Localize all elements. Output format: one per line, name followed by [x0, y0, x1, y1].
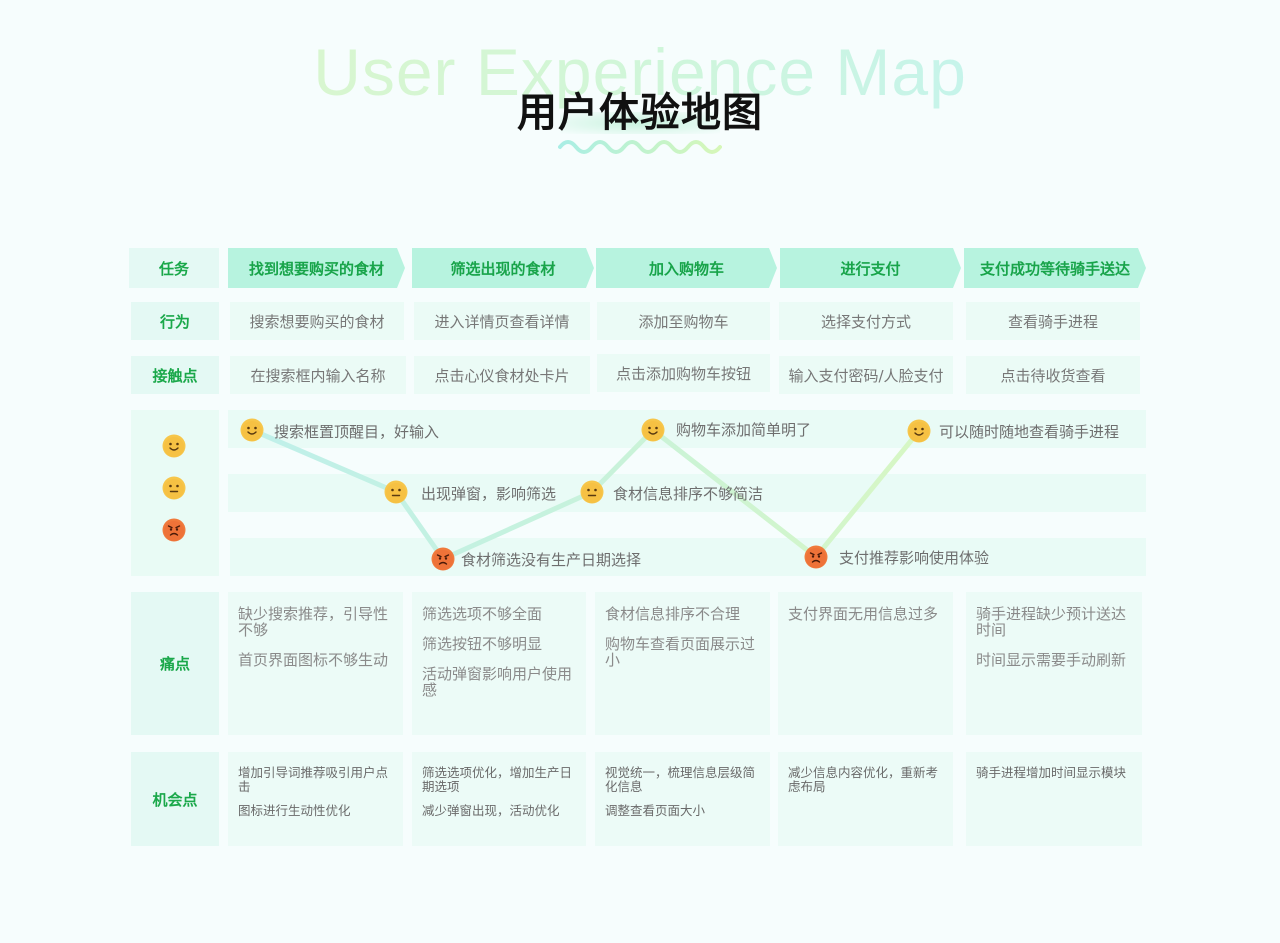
- opportunity-text: 骑手进程增加时间显示模块: [976, 765, 1127, 780]
- pain-point-cell-4: 支付界面无用信息过多: [778, 592, 953, 735]
- behavior-cell-4: 选择支付方式: [779, 302, 953, 340]
- task-step-4: 进行支付: [780, 248, 961, 288]
- page-title: 用户体验地图: [517, 90, 763, 136]
- emotion-point-label: 食材筛选没有生产日期选择: [461, 551, 642, 569]
- emotion-band-angry: [230, 538, 1146, 576]
- title-glow: [560, 112, 720, 134]
- neutral-face-icon: [384, 480, 408, 504]
- opportunity-cell-5: 骑手进程增加时间显示模块: [966, 752, 1142, 846]
- opportunity-cell-3: 视觉统一，梳理信息层级简化信息调整查看页面大小: [595, 752, 770, 846]
- task-step-3: 加入购物车: [596, 248, 777, 288]
- opportunity-cell-2: 筛选选项优化，增加生产日期选项减少弹窗出现，活动优化: [412, 752, 586, 846]
- pain-point-cell-3: 食材信息排序不合理购物车查看页面展示过小: [595, 592, 770, 735]
- opportunity-text: 视觉统一，梳理信息层级简化信息: [605, 765, 756, 794]
- pain-point-text: 时间显示需要手动刷新: [976, 651, 1127, 669]
- emotion-point-label: 搜索框置顶醒目，好输入: [274, 423, 440, 441]
- opportunity-text: 增加引导词推荐吸引用户点击: [238, 765, 389, 794]
- behavior-cell-5: 查看骑手进程: [966, 302, 1140, 340]
- pain-point-text: 支付界面无用信息过多: [788, 605, 939, 623]
- touchpoint-cell-4: 输入支付密码/人脸支付: [779, 356, 953, 394]
- emotion-band-happy: [228, 410, 1146, 448]
- pain-point-text: 食材信息排序不合理: [605, 605, 741, 623]
- emotion-point-label: 可以随时随地查看骑手进程: [939, 423, 1120, 441]
- behavior-cell-2: 进入详情页查看详情: [414, 302, 590, 340]
- pain-point-text: 筛选按钮不够明显: [422, 635, 543, 653]
- emotion-point-label: 支付推荐影响使用体验: [839, 549, 990, 567]
- behavior-cell-3: 添加至购物车: [597, 302, 770, 340]
- touchpoint-cell-1: 在搜索框内输入名称: [230, 356, 406, 394]
- happy-face-icon: [907, 419, 931, 443]
- opportunity-cell-1: 增加引导词推荐吸引用户点击图标进行生动性优化: [228, 752, 403, 846]
- task-step-5: 支付成功等待骑手送达: [964, 248, 1146, 288]
- task-step-1: 找到想要购买的食材: [228, 248, 405, 288]
- opportunity-cell-4: 减少信息内容优化，重新考虑布局: [778, 752, 953, 846]
- row-label-behavior: 行为: [131, 302, 219, 340]
- pain-point-cell-5: 骑手进程缺少预计送达时间时间显示需要手动刷新: [966, 592, 1142, 735]
- touchpoint-cell-5: 点击待收货查看: [966, 356, 1140, 394]
- pain-point-text: 缺少搜索推荐，引导性不够: [238, 605, 389, 639]
- opportunity-text: 减少弹窗出现，活动优化: [422, 803, 560, 818]
- touchpoint-cell-3: 点击添加购物车按钮: [597, 354, 770, 392]
- pain-point-text: 骑手进程缺少预计送达时间: [976, 605, 1127, 639]
- pain-point-text: 购物车查看页面展示过小: [605, 635, 756, 669]
- wave-decoration-icon: [558, 140, 722, 154]
- opportunity-text: 减少信息内容优化，重新考虑布局: [788, 765, 939, 794]
- emotion-point-label: 食材信息排序不够简洁: [613, 485, 764, 503]
- angry-face-icon: [162, 518, 186, 542]
- pain-point-text: 首页界面图标不够生动: [238, 651, 389, 669]
- pain-point-text: 活动弹窗影响用户使用感: [422, 665, 573, 699]
- happy-face-icon: [162, 434, 186, 458]
- emotion-point-label: 出现弹窗，影响筛选: [421, 485, 557, 503]
- opportunity-text: 图标进行生动性优化: [238, 803, 351, 818]
- touchpoint-cell-2: 点击心仪食材处卡片: [414, 356, 590, 394]
- happy-face-icon: [240, 418, 264, 442]
- emotion-band-neutral: [228, 474, 1146, 512]
- opportunity-text: 筛选选项优化，增加生产日期选项: [422, 765, 573, 794]
- neutral-face-icon: [580, 480, 604, 504]
- pain-point-cell-1: 缺少搜索推荐，引导性不够首页界面图标不够生动: [228, 592, 403, 735]
- row-label-pain: 痛点: [131, 592, 219, 735]
- row-label-opportunity: 机会点: [131, 752, 219, 846]
- neutral-face-icon: [162, 476, 186, 500]
- angry-face-icon: [804, 545, 828, 569]
- row-label-touchpoint: 接触点: [131, 356, 219, 394]
- angry-face-icon: [431, 547, 455, 571]
- happy-face-icon: [641, 418, 665, 442]
- background-title: User Experience Map: [0, 34, 1280, 110]
- emotion-point-label: 购物车添加简单明了: [676, 421, 812, 439]
- pain-point-cell-2: 筛选选项不够全面筛选按钮不够明显活动弹窗影响用户使用感: [412, 592, 586, 735]
- row-label-task: 任务: [129, 248, 219, 288]
- behavior-cell-1: 搜索想要购买的食材: [230, 302, 404, 340]
- opportunity-text: 调整查看页面大小: [605, 803, 706, 818]
- pain-point-text: 筛选选项不够全面: [422, 605, 543, 623]
- task-step-2: 筛选出现的食材: [412, 248, 594, 288]
